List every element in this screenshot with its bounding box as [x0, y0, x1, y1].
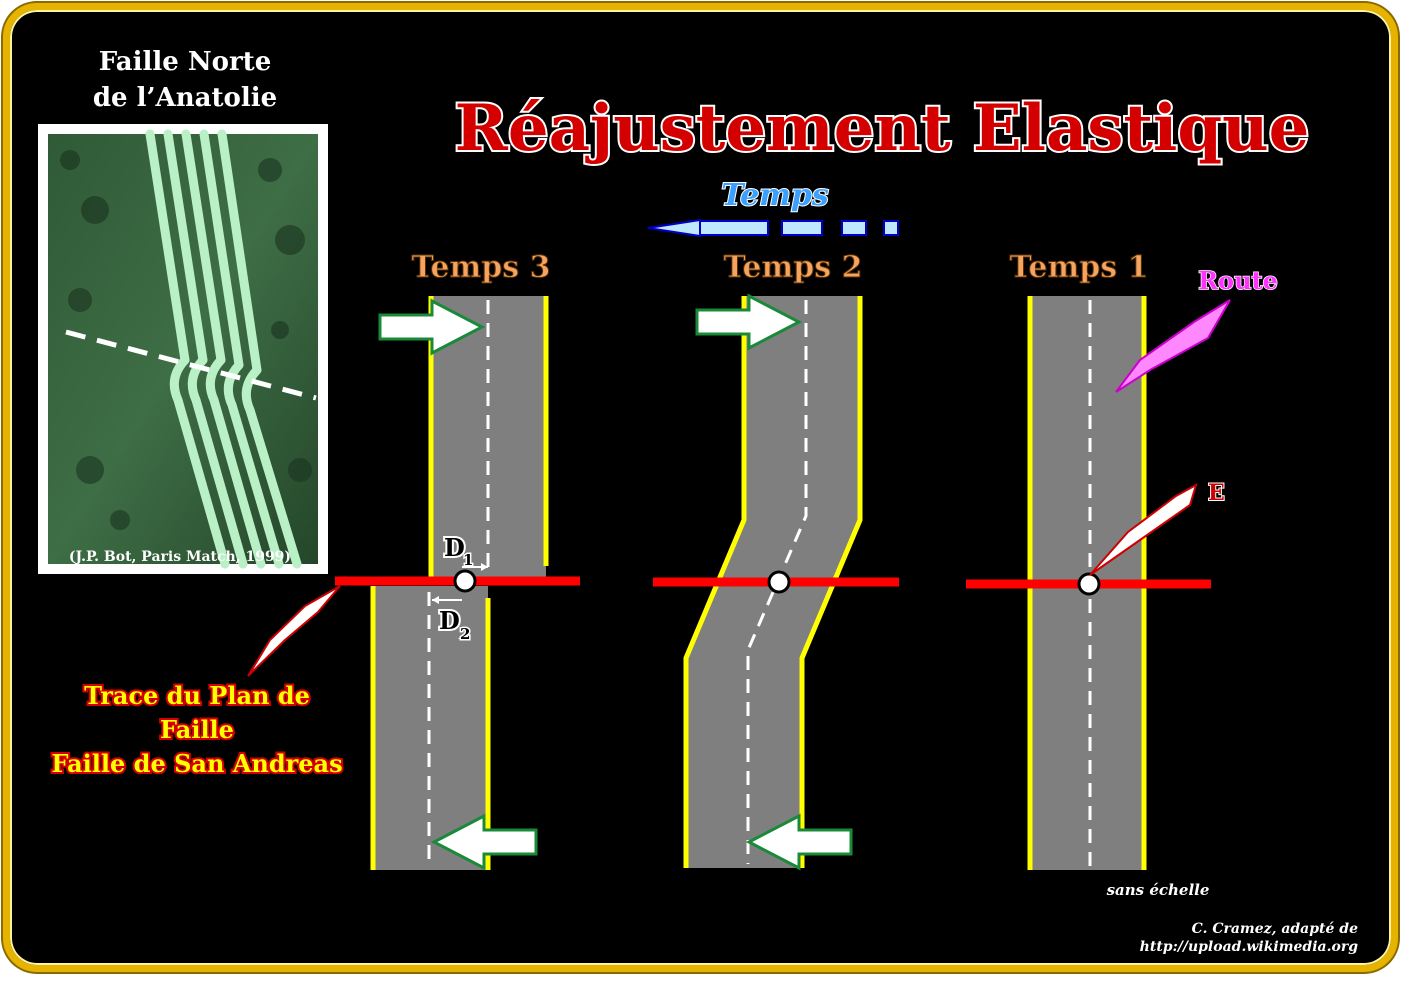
credit-line2: http://upload.wikimedia.org — [1140, 939, 1359, 955]
credit-line1: C. Cramez, adapté de — [1192, 921, 1358, 937]
d2-subscript: 2 — [460, 625, 470, 643]
epicenter-marker-temps-2 — [767, 570, 791, 594]
d2-label: D — [439, 606, 460, 635]
scale-note: sans échelle — [1107, 881, 1210, 899]
photo-caption-line2: de l’Anatolie — [93, 83, 277, 113]
stage-label-temps-1: Temps 1 — [1010, 250, 1149, 285]
stage-label-temps-3: Temps 3 — [412, 250, 551, 285]
epicenter-marker-temps-1 — [1077, 572, 1101, 596]
route-pointer — [1115, 299, 1231, 393]
page-title: Réajustement Elastique — [455, 91, 1310, 166]
fault-trace-label-line1: Trace du Plan de — [84, 681, 310, 710]
epicenter-label: E — [1208, 480, 1225, 506]
fault-photo — [38, 124, 328, 574]
fault-trace-label-line2: Faille — [160, 715, 234, 744]
slip-arrow-left-temps-3 — [430, 813, 538, 871]
time-arrow — [647, 218, 899, 238]
stage-label-temps-2: Temps 2 — [724, 250, 863, 285]
d1-subscript: 1 — [463, 551, 473, 569]
epicenter-pointer — [1089, 482, 1198, 576]
slip-arrow-right-temps-2 — [695, 293, 803, 351]
displacement-d1: D 1 — [442, 531, 488, 571]
epicenter-marker-temps-3 — [453, 569, 477, 593]
time-arrow-label: Temps — [721, 178, 829, 213]
slip-arrow-right-temps-3 — [378, 298, 486, 356]
fault-trace-pointer — [247, 585, 341, 677]
fault-trace-label-line3: Faille de San Andreas — [51, 749, 342, 778]
slip-arrow-left-temps-2 — [745, 813, 853, 871]
displacement-d2: D 2 — [432, 596, 472, 645]
photo-credit: (J.P. Bot, Paris Match, 1999) — [69, 549, 291, 565]
route-label: Route — [1198, 266, 1278, 295]
photo-caption-line1: Faille Norte — [99, 47, 271, 77]
d1-label: D — [444, 533, 465, 562]
